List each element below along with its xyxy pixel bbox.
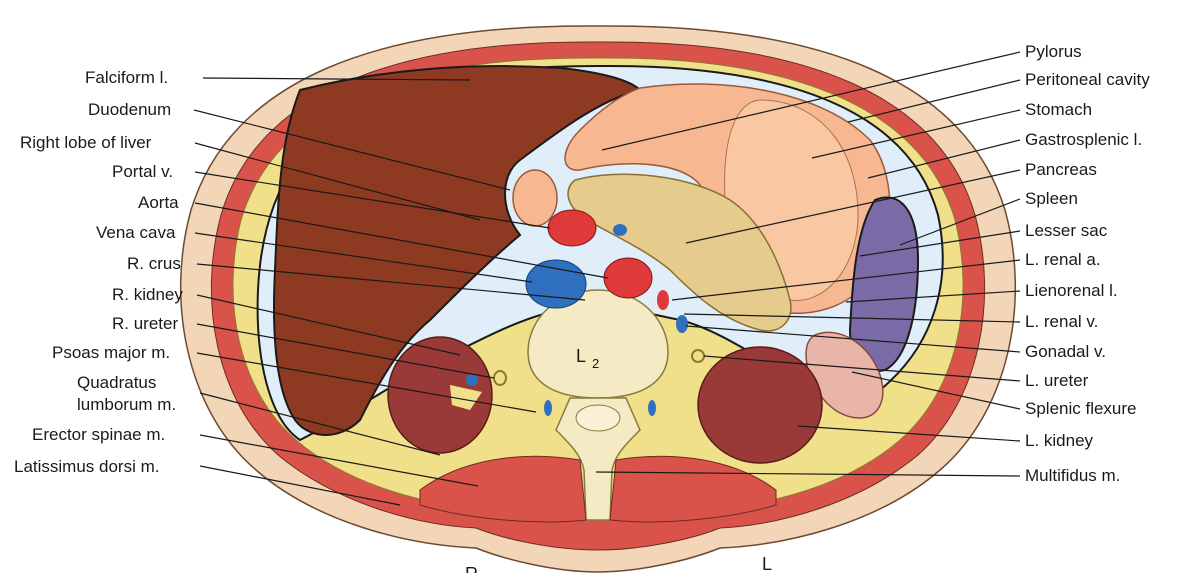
label-quadratus-1: Quadratus: [77, 373, 156, 392]
label-l-renal-a: L. renal a.: [1025, 250, 1101, 269]
label-l-kidney: L. kidney: [1025, 431, 1094, 450]
vena-cava-shape: [526, 260, 586, 308]
label-multifidus: Multifidus m.: [1025, 466, 1120, 485]
portal-vein-shape: [548, 210, 596, 246]
label-r-crus: R. crus: [127, 254, 181, 273]
r-gonadal-vessel: [544, 400, 552, 416]
label-vena-cava: Vena cava: [96, 223, 176, 242]
side-label-right: R: [465, 564, 478, 573]
spinal-canal: [576, 405, 620, 431]
label-splenic-flexure: Splenic flexure: [1025, 399, 1137, 418]
l-renal-artery-shape: [657, 290, 669, 310]
aorta-shape: [604, 258, 652, 298]
label-lienorenal: Lienorenal l.: [1025, 281, 1118, 300]
label-aorta: Aorta: [138, 193, 179, 212]
vertebra-label-sub: 2: [592, 356, 599, 371]
r-ureter-vessel: [466, 374, 478, 386]
duodenum-shape: [513, 170, 557, 226]
label-peritoneal-cavity: Peritoneal cavity: [1025, 70, 1150, 89]
label-lesser-sac: Lesser sac: [1025, 221, 1108, 240]
label-pancreas: Pancreas: [1025, 160, 1097, 179]
label-pylorus: Pylorus: [1025, 42, 1082, 61]
vertebra-label-main: L: [576, 346, 586, 366]
l-renal-vein-shape: [676, 315, 688, 333]
label-duodenum: Duodenum: [88, 100, 171, 119]
label-stomach: Stomach: [1025, 100, 1092, 119]
label-spleen: Spleen: [1025, 189, 1078, 208]
label-l-renal-v: L. renal v.: [1025, 312, 1098, 331]
label-gastrosplenic: Gastrosplenic l.: [1025, 130, 1142, 149]
label-falciform: Falciform l.: [85, 68, 168, 87]
label-quadratus-2: lumborum m.: [77, 395, 176, 414]
label-erector: Erector spinae m.: [32, 425, 165, 444]
small-vein-1: [613, 224, 627, 236]
label-r-kidney: R. kidney: [112, 285, 183, 304]
gonadal-vessel: [648, 400, 656, 416]
label-gonadal: Gonadal v.: [1025, 342, 1106, 361]
label-latissimus: Latissimus dorsi m.: [14, 457, 159, 476]
label-r-ureter: R. ureter: [112, 314, 178, 333]
label-right-lobe-liver: Right lobe of liver: [20, 133, 152, 152]
label-psoas: Psoas major m.: [52, 343, 170, 362]
label-portal-v: Portal v.: [112, 162, 173, 181]
label-l-ureter: L. ureter: [1025, 371, 1089, 390]
side-label-left: L: [762, 554, 772, 573]
